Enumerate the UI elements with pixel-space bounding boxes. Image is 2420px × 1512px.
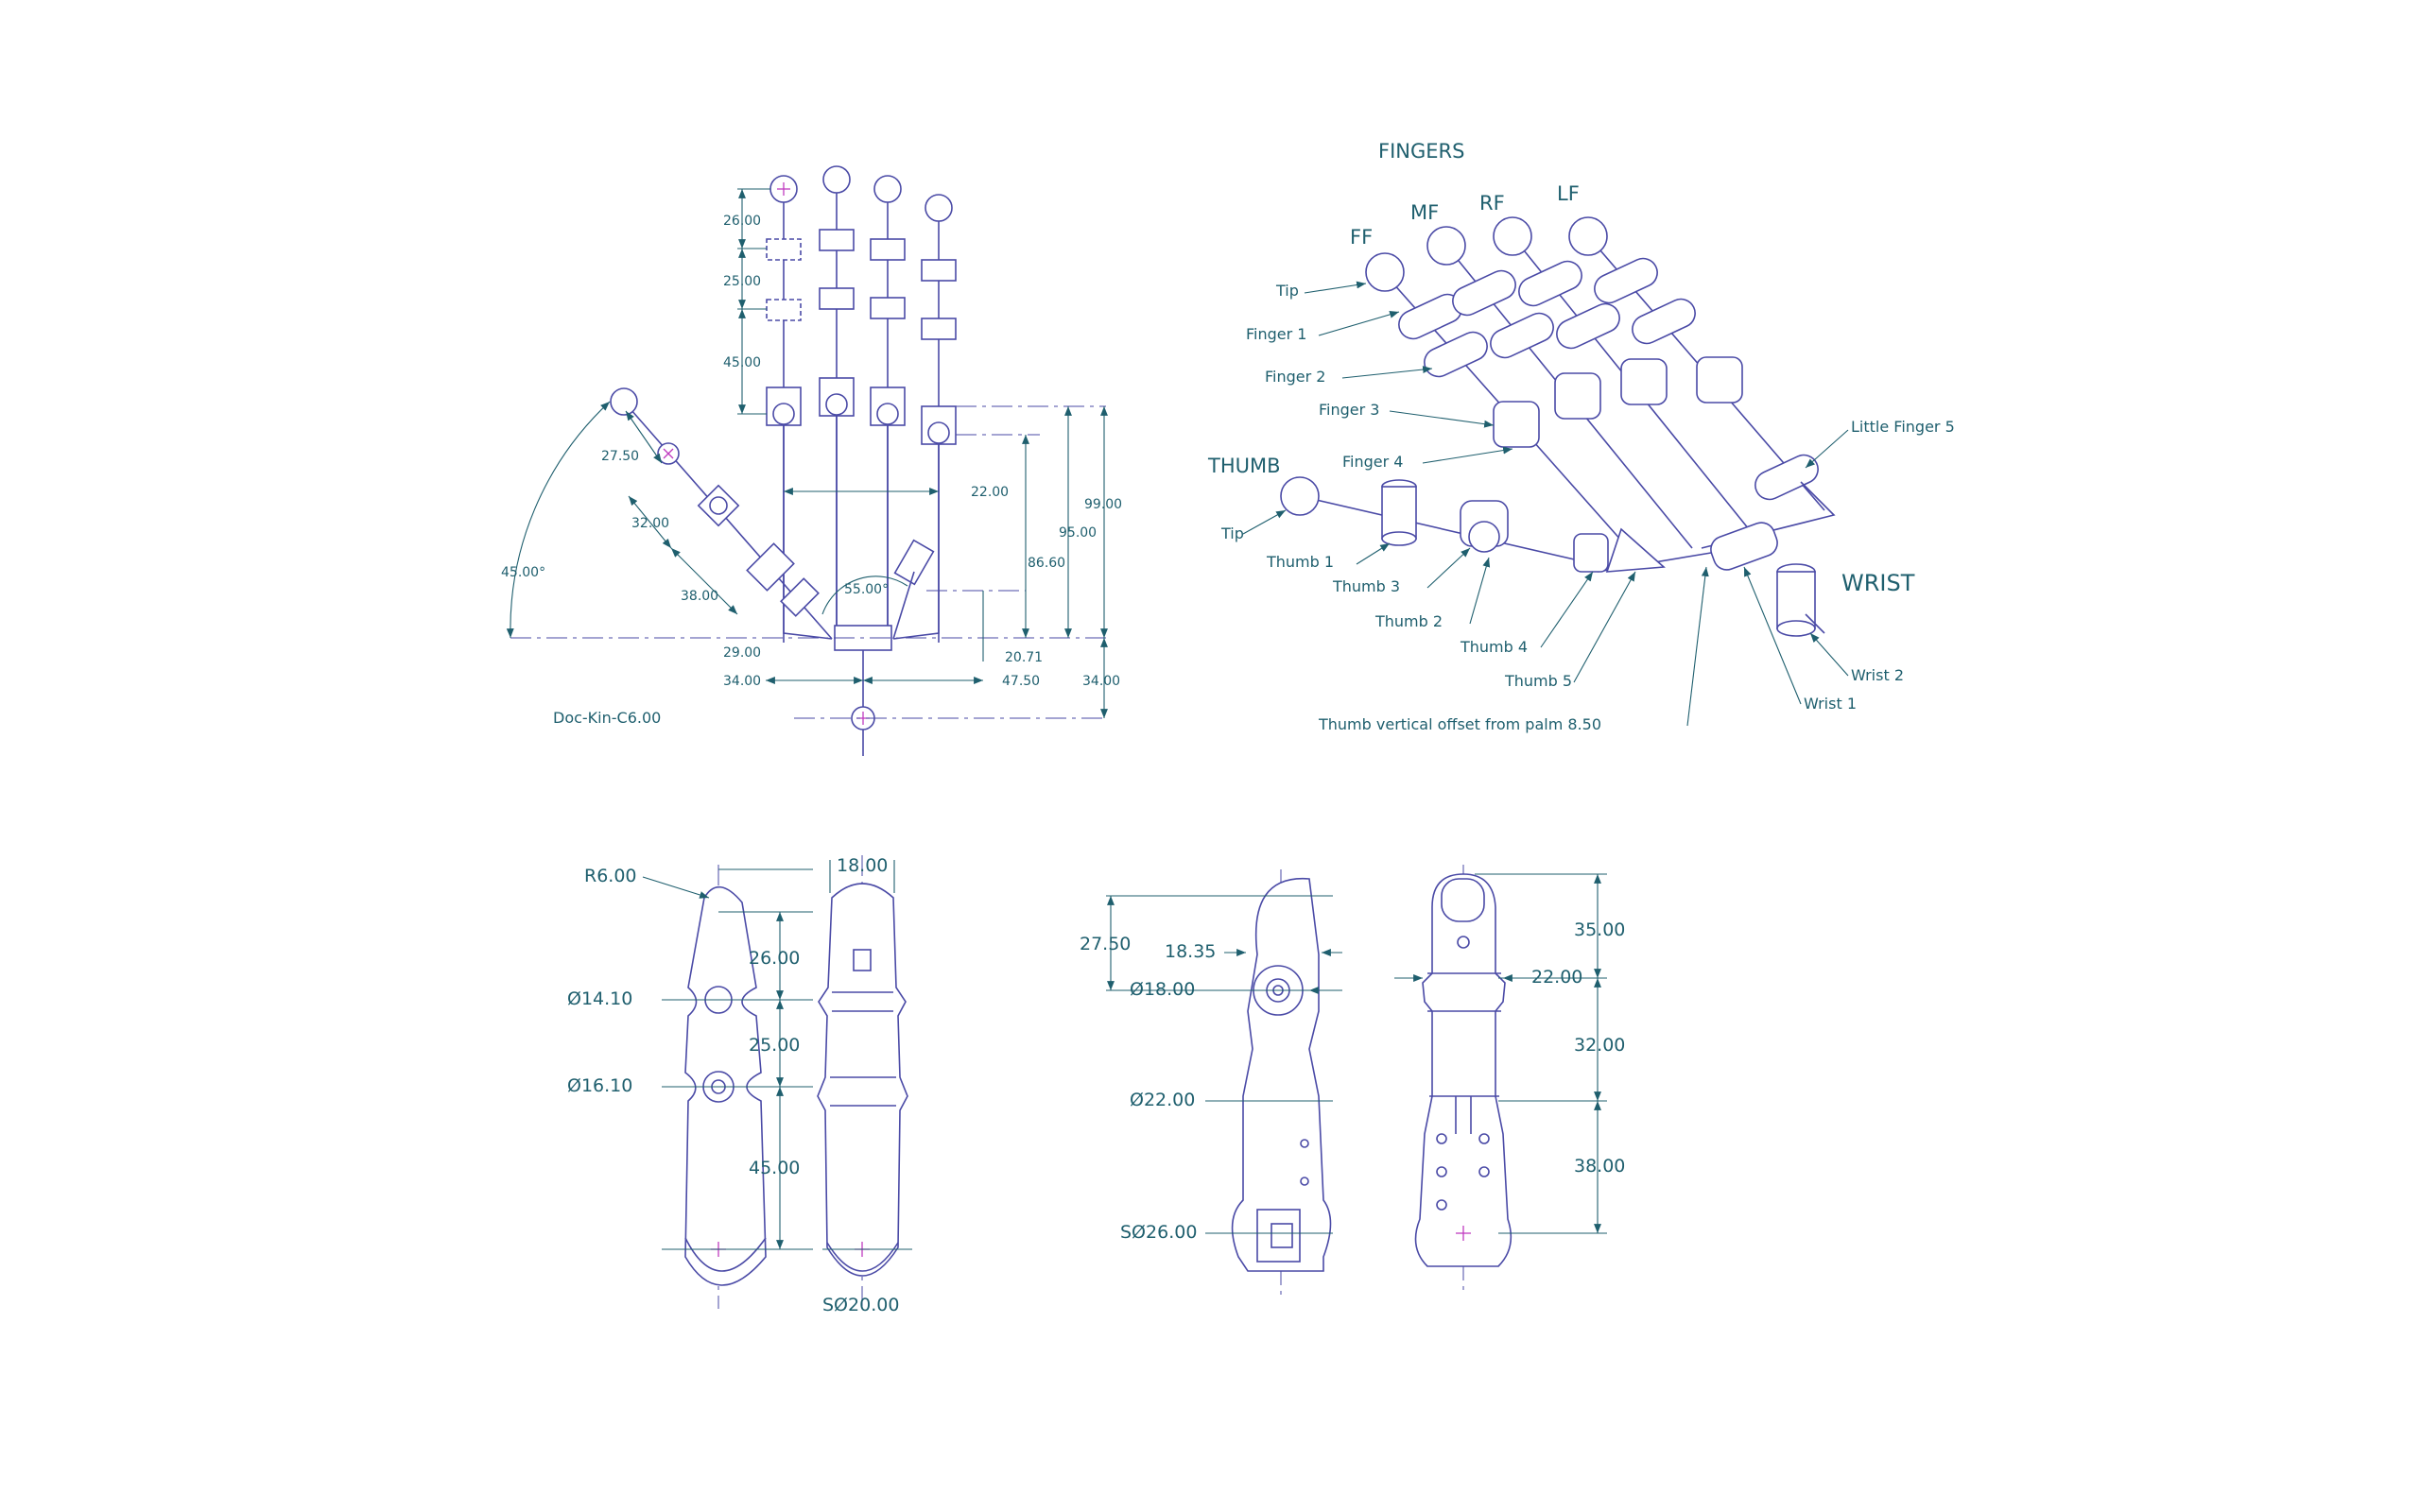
- fv-dim-26: 26.00: [749, 948, 800, 969]
- callout-leaders: [1242, 281, 1849, 727]
- fv-top-18: 18.00: [837, 855, 888, 876]
- tv-dim-38: 38.00: [1574, 1156, 1625, 1177]
- label-thumb5: Thumb 5: [1504, 672, 1572, 690]
- label-thumb-tip: Tip: [1220, 524, 1244, 542]
- label-finger2: Finger 2: [1265, 368, 1325, 386]
- thumb-side-view: 27.50 18.35 Ø18.00 Ø22.00 SØ26.00: [1080, 869, 1342, 1295]
- fv-dim-45: 45.00: [749, 1158, 800, 1178]
- tv-dim-32: 32.00: [1574, 1035, 1625, 1056]
- finger-code-ff: FF: [1350, 226, 1373, 249]
- angle-55: 55.00°: [844, 582, 889, 597]
- thumb-title: THUMB: [1207, 455, 1281, 477]
- label-thumb3: Thumb 3: [1332, 577, 1400, 595]
- phalanx-blocks: [766, 229, 957, 340]
- label-finger4: Finger 4: [1342, 453, 1403, 471]
- dim-26: 26.00: [723, 214, 761, 229]
- dim-38: 38.00: [681, 589, 718, 604]
- label-thumb1: Thumb 1: [1266, 553, 1334, 571]
- finger-side-view: R6.00 26.00 Ø14.10 25.00 Ø16.10 45.00: [567, 865, 813, 1309]
- finger-rows: [1365, 216, 1836, 568]
- tv-dim-35: 35.00: [1574, 919, 1625, 940]
- dim-45: 45.00: [723, 355, 761, 370]
- dim-34-right: 34.00: [1082, 674, 1120, 689]
- label-finger1: Finger 1: [1246, 325, 1306, 343]
- finger-code-rf: RF: [1479, 192, 1505, 215]
- tv-dim-1835: 18.35: [1165, 941, 1216, 962]
- label-offset: Thumb vertical offset from palm 8.50: [1318, 715, 1601, 733]
- isometric-view: FINGERS FF MF RF LF: [1207, 140, 1955, 733]
- fv-dia1410: Ø14.10: [567, 988, 632, 1009]
- label-thumb2: Thumb 2: [1374, 612, 1443, 630]
- fv-dim-25: 25.00: [749, 1035, 800, 1056]
- dim-29: 29.00: [723, 645, 761, 661]
- tv-dim-2750: 27.50: [1080, 934, 1131, 954]
- dim-2750: 27.50: [601, 449, 639, 464]
- dim-2071: 20.71: [1005, 650, 1043, 665]
- label-tip: Tip: [1275, 282, 1299, 300]
- wrist-title: WRIST: [1841, 570, 1915, 596]
- mf-tip-joint: [822, 165, 851, 194]
- tv-dim-22: 22.00: [1531, 967, 1582, 988]
- construction-lines: [510, 188, 1106, 719]
- tv-sdia26: SØ26.00: [1120, 1222, 1197, 1243]
- finger-front-view: 18.00 SØ20.00: [817, 855, 912, 1315]
- dim-95: 95.00: [1059, 525, 1097, 541]
- doc-label: Doc-Kin-C6.00: [553, 709, 661, 727]
- dim-25: 25.00: [723, 274, 761, 289]
- label-thumb4: Thumb 4: [1460, 638, 1528, 656]
- knuckle-joints: [766, 377, 957, 445]
- dim-99: 99.00: [1084, 497, 1122, 512]
- finger-code-mf: MF: [1410, 201, 1439, 224]
- label-wrist2: Wrist 2: [1851, 666, 1904, 684]
- lf-tip-joint: [925, 194, 953, 222]
- tv-dia22: Ø22.00: [1130, 1090, 1195, 1110]
- dim-34-left: 34.00: [723, 674, 761, 689]
- fv-r6: R6.00: [584, 866, 637, 886]
- label-little-finger5: Little Finger 5: [1851, 418, 1955, 436]
- angle-45: 45.00°: [501, 565, 545, 580]
- fingers-title: FINGERS: [1378, 140, 1464, 163]
- finger-code-lf: LF: [1557, 182, 1580, 205]
- tv-dia18: Ø18.00: [1130, 979, 1195, 1000]
- label-finger3: Finger 3: [1319, 401, 1379, 419]
- label-wrist1: Wrist 1: [1804, 695, 1857, 713]
- fv-dia1610: Ø16.10: [567, 1075, 632, 1096]
- dim-4750: 47.50: [1002, 674, 1040, 689]
- rf-tip-joint: [873, 175, 902, 203]
- kinematic-view: 45.00° 55.00° 26.00 25.00 45.00 27.50 32…: [501, 165, 1122, 756]
- dim-22: 22.00: [971, 485, 1009, 500]
- dim-8660: 86.60: [1028, 556, 1065, 571]
- thumb-iso: [1280, 476, 1666, 573]
- fv-sdia20: SØ20.00: [822, 1295, 899, 1315]
- thumb-front-view: 35.00 22.00 32.00 38.00: [1394, 865, 1625, 1295]
- dim-32: 32.00: [631, 516, 669, 531]
